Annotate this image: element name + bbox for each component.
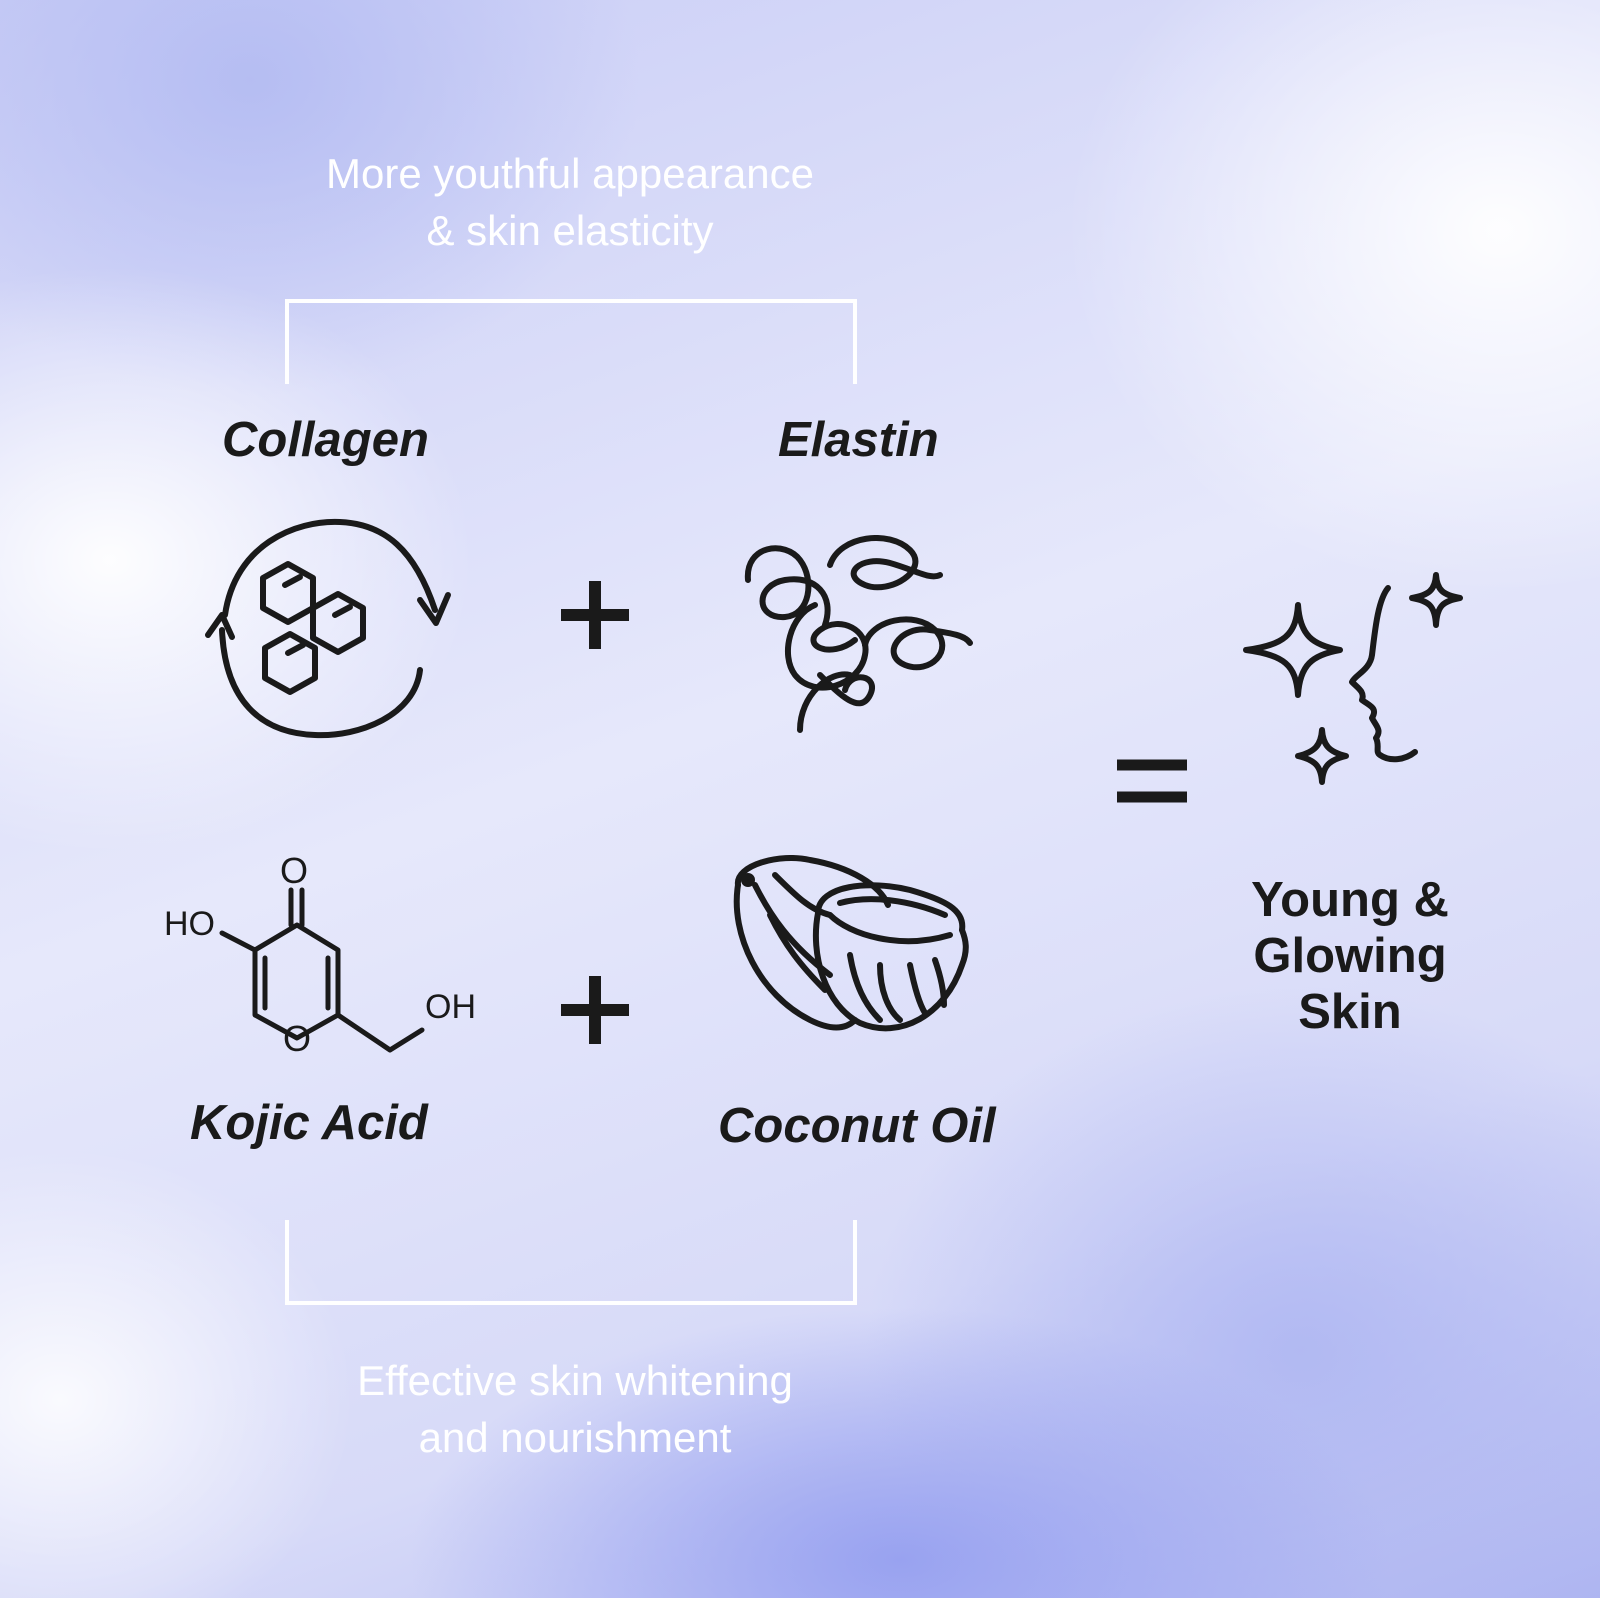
elastin-label: Elastin <box>778 413 939 467</box>
ketone-oxygen: O <box>280 850 309 891</box>
sparkle-face-icon <box>1243 572 1463 785</box>
plus-icon <box>561 976 629 1044</box>
molecule-bonds <box>219 887 425 1053</box>
coconut-oil-label: Coconut Oil <box>718 1099 996 1153</box>
coconut-icon <box>733 855 969 1032</box>
top-bracket <box>285 299 857 384</box>
top-benefit-caption: More youthful appearance & skin elastici… <box>326 150 814 254</box>
plus-icon <box>561 581 629 649</box>
equals-icon <box>1117 759 1187 803</box>
ring-oxygen: O <box>283 1018 312 1059</box>
hydroxyl-right: OH <box>425 988 476 1026</box>
collagen-label: Collagen <box>222 413 429 467</box>
bottom-bracket <box>285 1220 857 1305</box>
bottom-benefit-caption: Effective skin whitening and nourishment <box>357 1357 793 1461</box>
kojic-acid-molecule-icon: O HO O OH <box>160 840 500 1065</box>
hydroxyl-left: HO <box>164 905 215 943</box>
honeycomb-cycle-icon <box>205 518 451 739</box>
coils-icon <box>744 535 973 733</box>
kojic-acid-label: Kojic Acid <box>190 1096 428 1150</box>
result-label: Young & Glowing Skin <box>1251 873 1449 1039</box>
